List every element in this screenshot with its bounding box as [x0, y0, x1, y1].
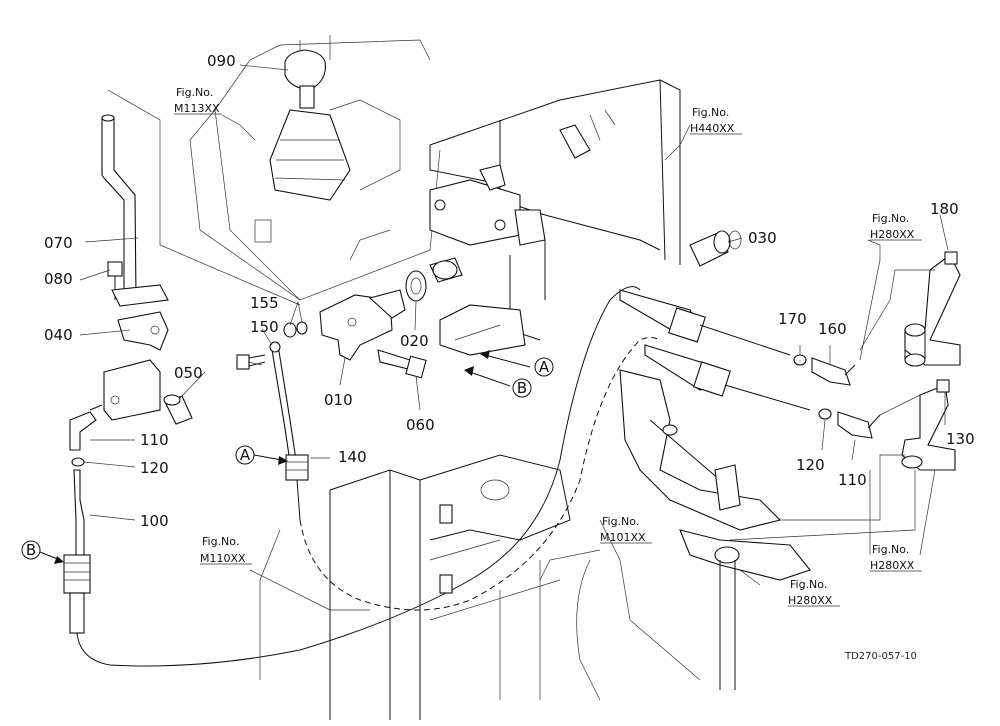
nut-120-left [71, 457, 85, 467]
frame-bracket [429, 79, 681, 356]
bolt-150 [236, 354, 266, 370]
part-label-040: 040 [44, 326, 73, 344]
part-label-180: 180 [930, 200, 959, 218]
part-label-170: 170 [778, 310, 807, 328]
nut-120-right [818, 408, 832, 420]
part-label-110: 110 [838, 471, 867, 489]
callout-b-right: B [464, 366, 532, 398]
part-label-010: 010 [324, 391, 353, 409]
fig-ref-m101: Fig.No. M101XX [600, 515, 652, 544]
pedal-bracket [576, 369, 811, 701]
fig-ref-code: H280XX [870, 228, 915, 241]
fig-ref-code: M101XX [600, 531, 646, 544]
callout-b-left: B [21, 540, 64, 564]
part-label-155: 155 [250, 294, 279, 312]
callout-a-label: A [539, 358, 550, 376]
fig-ref-h440: Fig.No. H440XX [690, 106, 742, 135]
part-label-020: 020 [400, 332, 429, 350]
callout-a-right: A [480, 350, 554, 377]
shift-knob-090 [269, 49, 351, 201]
fig-ref-label: Fig.No. [790, 578, 827, 591]
bolt-080 [107, 261, 123, 300]
part-label-070: 070 [44, 234, 73, 252]
callout-b-label: B [26, 541, 36, 559]
washer-020 [405, 257, 463, 302]
part-labels: 090 070 080 040 050 110 120 100 155 150 … [44, 52, 975, 530]
callout-b-label: B [517, 379, 527, 397]
part-label-120: 120 [140, 459, 169, 477]
lever-rod-070 [101, 89, 301, 306]
fig-ref-label: Fig.No. [872, 212, 909, 225]
nut-170 [793, 354, 807, 366]
ball-joint-160 [811, 357, 856, 386]
leader-lines [79, 64, 949, 611]
cable-100 [63, 286, 641, 667]
part-label-030: 030 [748, 229, 777, 247]
part-label-110: 110 [140, 431, 169, 449]
bolt-060 [377, 349, 427, 379]
ball-joint-110-left [69, 404, 103, 451]
callout-a-label: A [240, 446, 251, 464]
ball-joint-110-right [837, 411, 881, 439]
part-label-120: 120 [796, 456, 825, 474]
fig-ref-code: M110XX [200, 552, 246, 565]
pin-050 [163, 394, 193, 425]
linkage-arm-lower [901, 384, 956, 471]
callout-a-left: A [235, 445, 288, 465]
part-label-050: 050 [174, 364, 203, 382]
clevis-010 [319, 289, 406, 361]
part-label-080: 080 [44, 270, 73, 288]
fig-ref-label: Fig.No. [176, 86, 213, 99]
part-label-160: 160 [818, 320, 847, 338]
fig-ref-h280-right: Fig.No. H280XX [870, 543, 922, 572]
fig-ref-code: H280XX [870, 559, 915, 572]
fig-ref-label: Fig.No. [602, 515, 639, 528]
nut-180 [944, 251, 958, 265]
part-label-100: 100 [140, 512, 169, 530]
cable-140 [269, 337, 661, 611]
fig-ref-code: M113XX [174, 102, 220, 115]
fig-ref-m110: Fig.No. M110XX [200, 535, 252, 565]
fig-ref-label: Fig.No. [872, 543, 909, 556]
fig-ref-label: Fig.No. [692, 106, 729, 119]
fig-ref-code: H280XX [788, 594, 833, 607]
nut-130 [936, 379, 950, 393]
part-label-060: 060 [406, 416, 435, 434]
main-frame [259, 454, 571, 720]
control-cables-right [619, 289, 811, 411]
fig-ref-h280-middle: Fig.No. H280XX [788, 578, 840, 607]
fig-ref-h280-top: Fig.No. H280XX [870, 212, 922, 241]
drawing-code: TD270-057-10 [844, 651, 917, 662]
part-label-090: 090 [207, 52, 236, 70]
part-label-140: 140 [338, 448, 367, 466]
part-label-130: 130 [946, 430, 975, 448]
part-label-150: 150 [250, 318, 279, 336]
fig-ref-m113: Fig.No. M113XX [174, 86, 222, 115]
fig-ref-label: Fig.No. [202, 535, 239, 548]
washers-155 [283, 321, 308, 338]
linkage-arm-upper [904, 254, 961, 367]
bushing-030 [689, 230, 742, 267]
bracket-040 [103, 284, 169, 421]
fig-ref-code: H440XX [690, 122, 735, 135]
